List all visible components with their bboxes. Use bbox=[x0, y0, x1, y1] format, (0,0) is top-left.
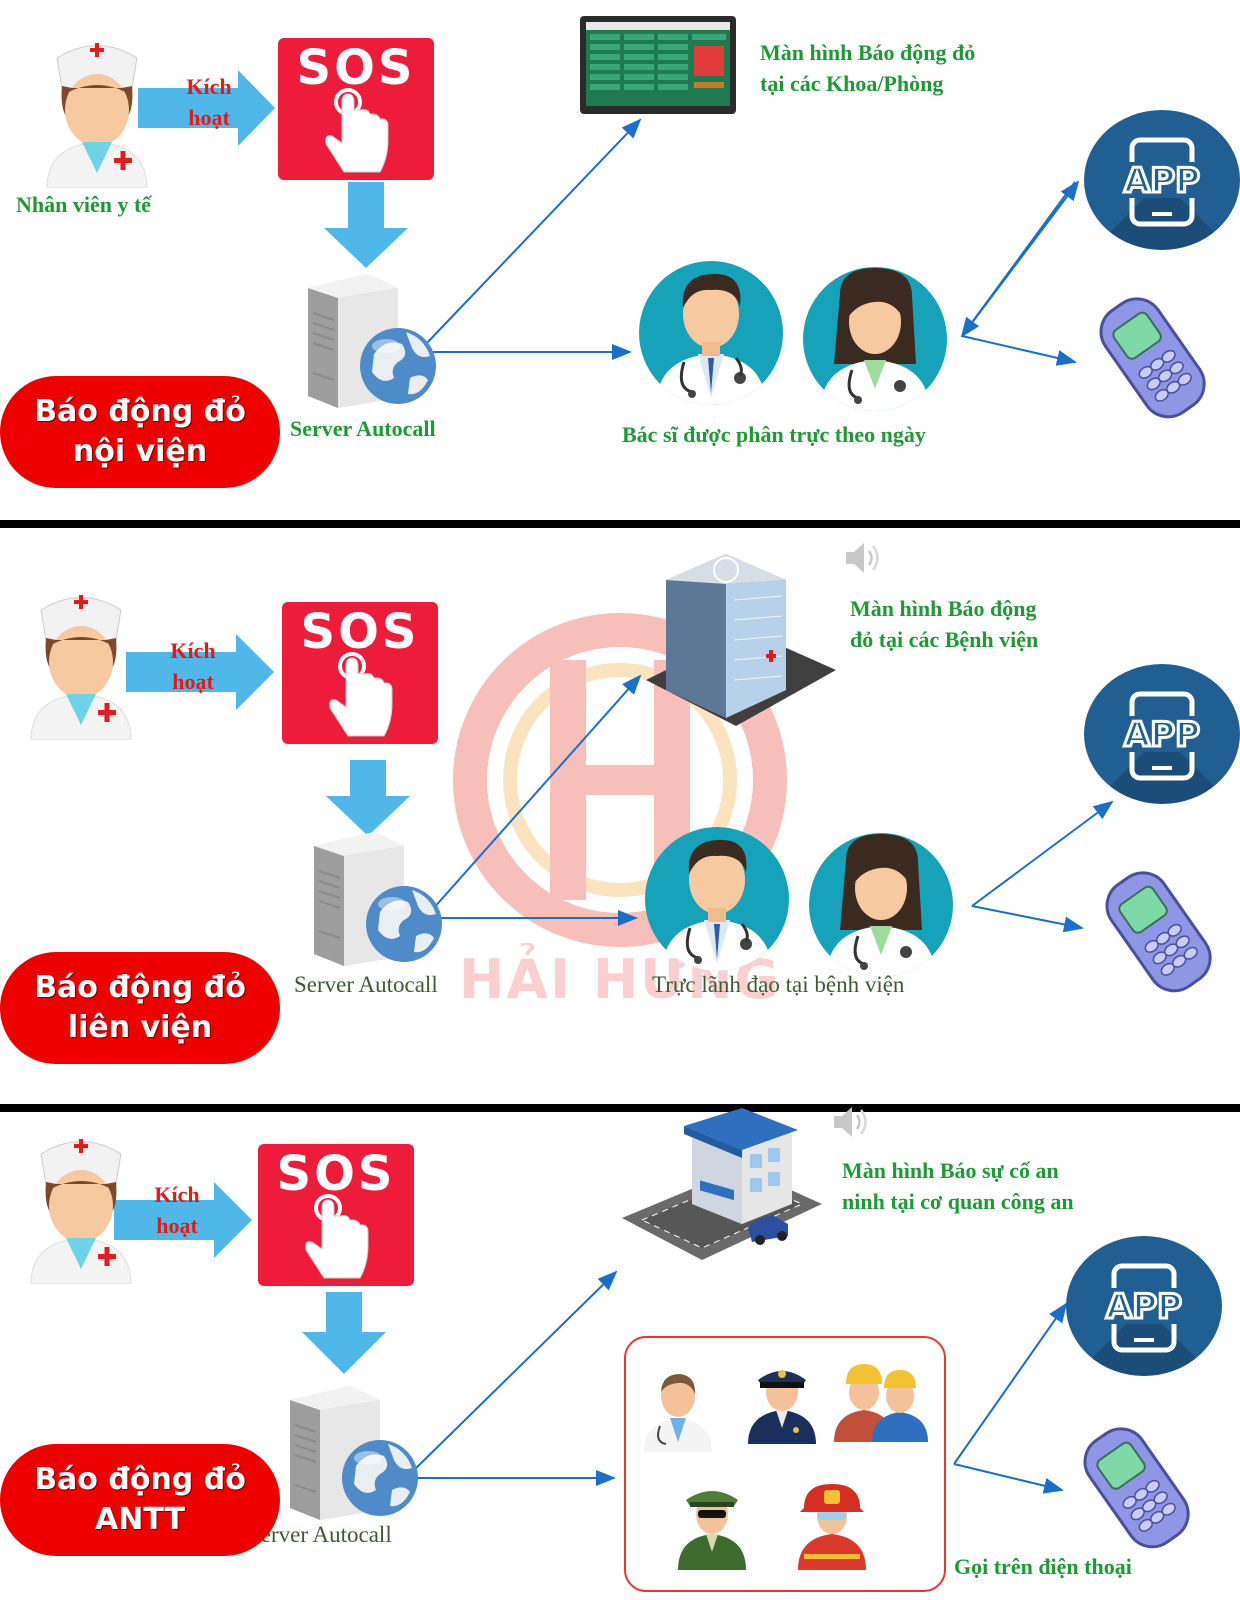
sos-label: SOS bbox=[300, 604, 420, 660]
worker-icon bbox=[834, 1364, 928, 1442]
responders-box bbox=[624, 1336, 946, 1592]
flow-arrows bbox=[126, 634, 1114, 933]
doctor-male-icon bbox=[636, 258, 786, 408]
sos-label: SOS bbox=[276, 1146, 396, 1202]
smartphone-outline-icon: APP bbox=[1110, 137, 1214, 227]
tap-hand-icon bbox=[318, 88, 398, 178]
staff-label: Nhân viên y tế bbox=[16, 192, 152, 217]
divider bbox=[0, 1104, 1240, 1112]
mobile-phone-icon bbox=[1082, 292, 1222, 422]
call-label: Gọi trên điện thoại bbox=[954, 1554, 1132, 1579]
server-icon bbox=[304, 826, 444, 966]
divider bbox=[0, 520, 1240, 528]
flow-arrows bbox=[138, 70, 1080, 366]
sos-button[interactable]: SOS bbox=[278, 38, 434, 180]
smartphone-outline-icon: APP bbox=[1092, 1263, 1196, 1353]
firefighter-icon bbox=[798, 1484, 866, 1570]
app-icon: APP bbox=[1084, 110, 1240, 250]
app-text: APP bbox=[1124, 715, 1200, 755]
alert-badge: Báo động đỏ nội viện bbox=[0, 376, 280, 488]
trigger-label: Kích hoạt bbox=[170, 638, 216, 694]
doctor-label: Bác sĩ được phân trực theo ngày bbox=[622, 422, 926, 447]
trigger-arrow: Kích hoạt bbox=[138, 74, 278, 140]
app-text: APP bbox=[1106, 1287, 1182, 1327]
server-icon bbox=[298, 268, 438, 408]
smartphone-outline-icon: APP bbox=[1110, 691, 1214, 781]
police-station-icon bbox=[622, 1108, 822, 1260]
trigger-arrow: Kích hoạt bbox=[114, 1182, 254, 1248]
mobile-phone-icon bbox=[1088, 866, 1228, 996]
alert-badge: Báo động đỏ liên viện bbox=[0, 952, 280, 1064]
sos-label: SOS bbox=[296, 40, 416, 96]
doctor-female-icon bbox=[806, 830, 956, 980]
screen-label: Màn hình Báo động đỏ tại các Bệnh viện bbox=[850, 596, 1039, 652]
sos-button[interactable]: SOS bbox=[258, 1144, 414, 1286]
screen-label: Màn hình Báo động đỏ tại các Khoa/Phòng bbox=[760, 40, 976, 96]
tap-hand-icon bbox=[322, 652, 402, 742]
server-label: Server Autocall bbox=[294, 972, 438, 997]
alert-badge: Báo động đỏ ANTT bbox=[0, 1444, 280, 1556]
hospital-building-icon bbox=[646, 554, 836, 726]
panel-inter-hospital-alert: Kích hoạt SOS Server Autocall Màn hình B… bbox=[0, 528, 1240, 1064]
sos-button[interactable]: SOS bbox=[282, 602, 438, 744]
server-label: Server Autocall bbox=[290, 416, 436, 441]
mobile-phone-icon bbox=[1066, 1422, 1206, 1552]
doctor-label: Trực lãnh đạo tại bệnh viện bbox=[652, 972, 905, 997]
trigger-arrow: Kích hoạt bbox=[126, 638, 266, 704]
panel-internal-alert: Nhân viên y tế Kích hoạt SOS Server Auto… bbox=[0, 0, 1240, 520]
doctor-male-icon bbox=[642, 824, 792, 974]
server-icon bbox=[280, 1380, 420, 1520]
trigger-label: Kích hoạt bbox=[186, 74, 232, 130]
screen-label: Màn hình Báo sự cố an ninh tại cơ quan c… bbox=[842, 1158, 1074, 1214]
app-icon: APP bbox=[1084, 664, 1240, 804]
doctor-icon bbox=[644, 1374, 712, 1452]
soldier-icon bbox=[678, 1491, 746, 1570]
app-icon: APP bbox=[1066, 1236, 1222, 1376]
doctor-female-icon bbox=[800, 264, 950, 414]
police-officer-icon bbox=[748, 1370, 816, 1444]
speaker-icon bbox=[830, 1102, 870, 1142]
tap-hand-icon bbox=[298, 1194, 378, 1284]
panel-security-alert: Kích hoạt SOS Server Autocall Màn hình B… bbox=[0, 1112, 1240, 1600]
monitor-icon bbox=[580, 16, 736, 114]
flow-arrows bbox=[114, 1182, 1068, 1494]
speaker-icon bbox=[842, 538, 882, 578]
app-text: APP bbox=[1124, 161, 1200, 201]
trigger-label: Kích hoạt bbox=[154, 1182, 200, 1238]
